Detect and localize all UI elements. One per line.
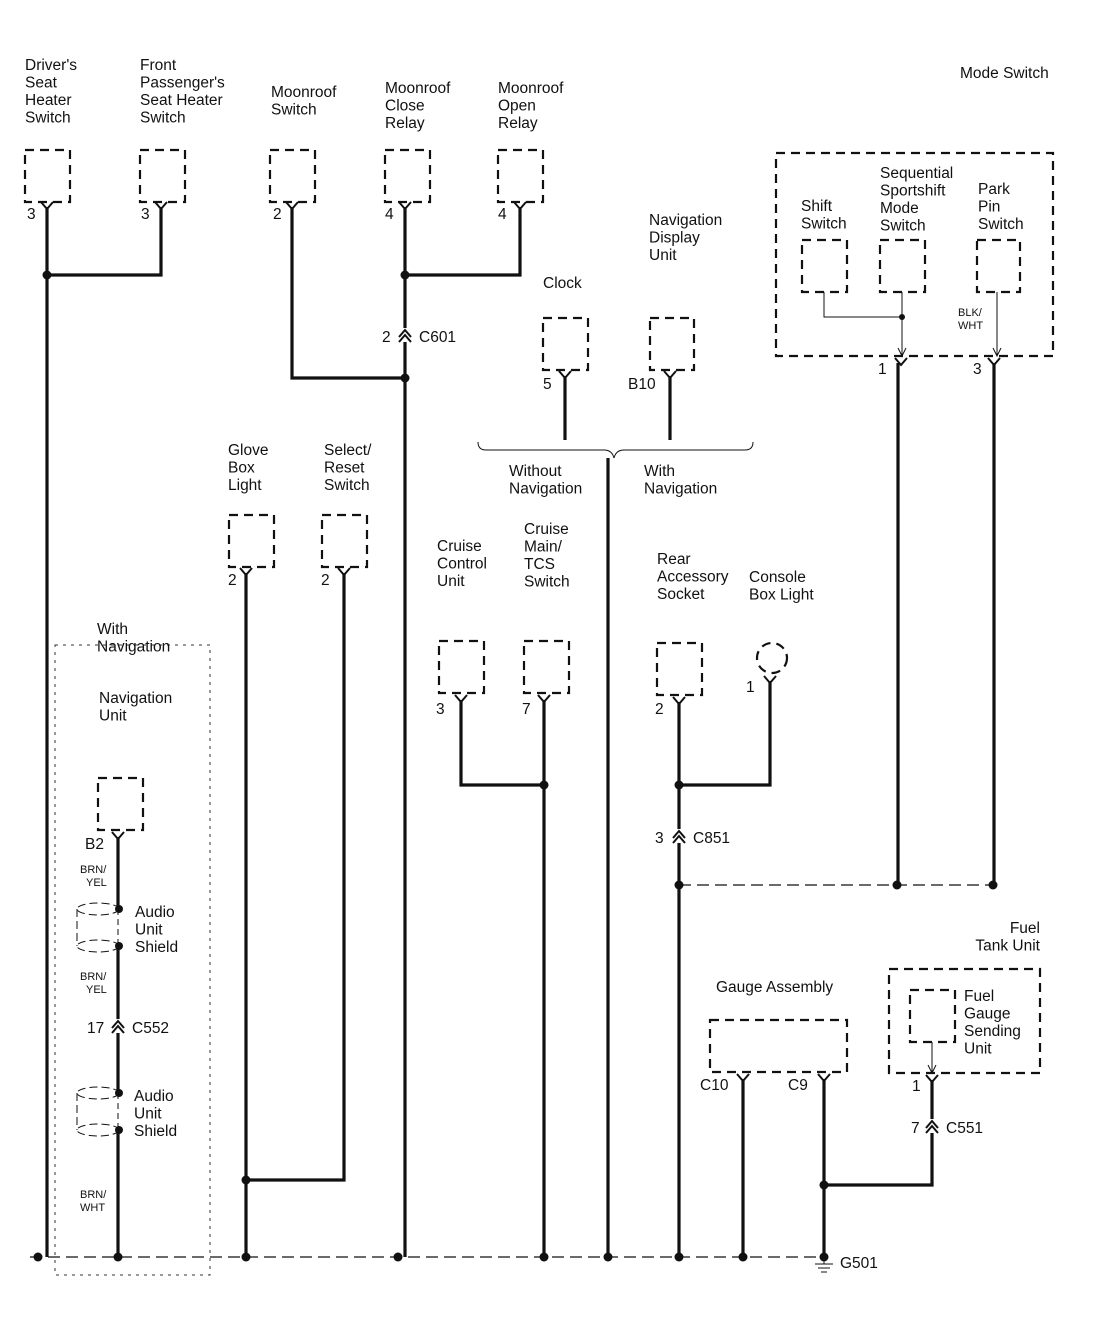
svg-text:4: 4	[498, 206, 507, 223]
svg-text:C552: C552	[132, 1020, 169, 1037]
gauge-assembly: Gauge Assembly C10 C9	[700, 979, 849, 1094]
svg-text:2: 2	[228, 572, 237, 589]
svg-text:BRN/WHT: BRN/WHT	[80, 1189, 107, 1214]
svg-text:3: 3	[973, 361, 982, 378]
svg-text:1: 1	[878, 361, 887, 378]
svg-text:2: 2	[273, 206, 282, 223]
svg-text:17: 17	[87, 1020, 104, 1037]
svg-text:2: 2	[321, 572, 330, 589]
svg-text:BRN/YEL: BRN/YEL	[80, 864, 107, 889]
svg-text:Clock: Clock	[543, 275, 582, 292]
connector-c601: 2 C601	[382, 328, 456, 346]
ground-icon	[815, 1257, 833, 1273]
svg-text:G501: G501	[840, 1255, 878, 1272]
svg-text:3: 3	[141, 206, 150, 223]
clock: Clock 5	[541, 275, 590, 393]
svg-text:C601: C601	[419, 329, 456, 346]
svg-text:1: 1	[746, 679, 755, 696]
connector-c551: 7 C551	[911, 1119, 983, 1137]
svg-text:B10: B10	[628, 376, 656, 393]
branch-bracket	[477, 441, 754, 459]
svg-text:2: 2	[382, 329, 391, 346]
svg-text:3: 3	[27, 206, 36, 223]
connector-c552: 17 C552	[87, 1019, 169, 1037]
svg-text:3: 3	[655, 830, 664, 847]
svg-text:2: 2	[655, 701, 664, 718]
svg-text:7: 7	[522, 701, 531, 718]
svg-text:B2: B2	[85, 836, 104, 853]
svg-text:Mode Switch: Mode Switch	[960, 65, 1049, 82]
svg-text:4: 4	[385, 206, 394, 223]
ground-g501: G501	[30, 1252, 878, 1273]
svg-text:C10: C10	[700, 1077, 729, 1094]
svg-text:BLK/WHT: BLK/WHT	[958, 307, 983, 332]
svg-text:BRN/YEL: BRN/YEL	[80, 971, 107, 996]
svg-text:Gauge Assembly: Gauge Assembly	[716, 979, 833, 996]
svg-text:1: 1	[912, 1078, 921, 1095]
svg-text:5: 5	[543, 376, 552, 393]
svg-text:C9: C9	[788, 1077, 808, 1094]
svg-text:7: 7	[911, 1120, 920, 1137]
svg-text:C851: C851	[693, 830, 730, 847]
connector-c851: 3 C851	[655, 829, 730, 847]
svg-text:C551: C551	[946, 1120, 983, 1137]
svg-text:3: 3	[436, 701, 445, 718]
